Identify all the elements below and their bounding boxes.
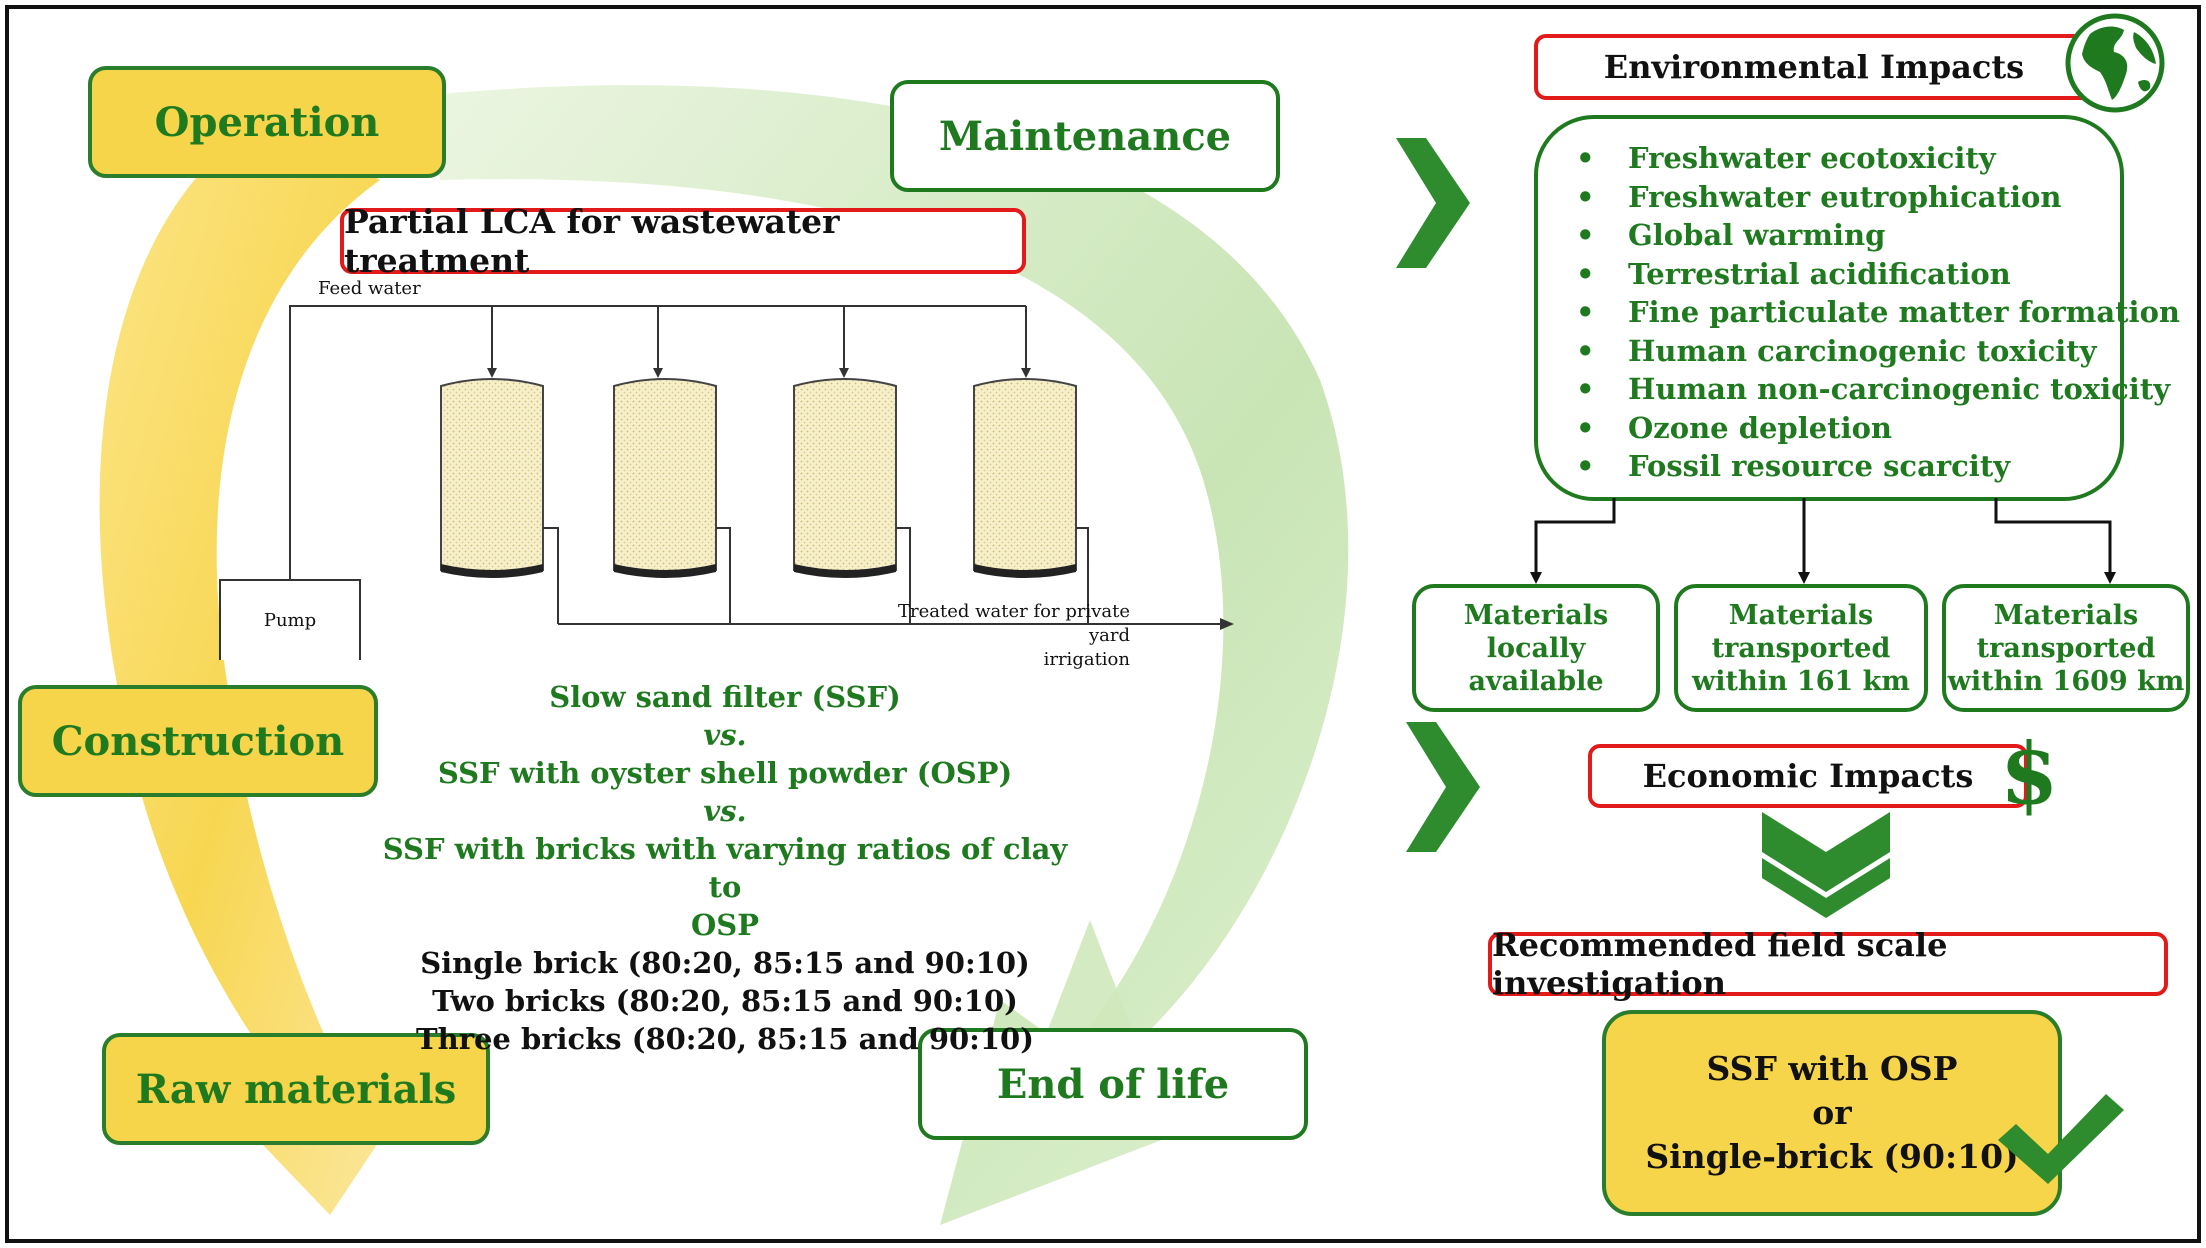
chevron-right-icon — [1396, 138, 1470, 268]
comparison-bricks-line2: OSP — [690, 908, 759, 942]
environmental-impacts-list: Freshwater ecotoxicity Freshwater eutrop… — [1534, 115, 2180, 501]
stage-maintenance: Maintenance — [890, 80, 1280, 192]
environmental-title: Environmental Impacts — [1603, 48, 2025, 86]
materials-1609-line3: within 1609 km — [1947, 665, 2185, 697]
filter-column-3 — [793, 378, 897, 578]
stage-raw-materials: Raw materials — [102, 1033, 490, 1145]
comparison-osp: SSF with oyster shell powder (OSP) — [437, 756, 1013, 790]
materials-1609-line1: Materials — [1993, 599, 2139, 631]
recommendation-title: Recommended field scale investigation — [1492, 926, 1948, 1002]
filter-column-2 — [613, 378, 717, 578]
pump-box — [219, 579, 361, 660]
dollar-icon: $ — [2000, 724, 2059, 823]
materials-161-line3: within 161 km — [1692, 665, 1910, 697]
outlet-pipe-1 — [543, 527, 559, 624]
materials-local-line1: Materials locally — [1463, 599, 1609, 664]
chevron-down-icon — [1762, 812, 1890, 918]
yellow-cycle-arrow — [99, 120, 420, 1215]
stage-end-of-life-label: End of life — [996, 1060, 1230, 1108]
environmental-title-box: Environmental Impacts — [1534, 34, 2094, 100]
materials-local-line2: available — [1468, 665, 1604, 697]
stage-operation-label: Operation — [154, 98, 380, 146]
treated-water-label: Treated water for private yard irrigatio… — [880, 600, 1130, 672]
outlet-pipe-4 — [1076, 527, 1089, 624]
impact-item: Fossil resource scarcity — [1576, 447, 2120, 486]
feed-water-label: Feed water — [318, 278, 421, 299]
checkmark-icon — [1998, 1094, 2124, 1184]
materials-1609km-box: Materials transported within 1609 km — [1942, 584, 2190, 712]
filter-column-1 — [440, 378, 544, 578]
comparison-ssf: Slow sand filter (SSF) — [549, 680, 901, 714]
stage-construction: Construction — [18, 685, 378, 797]
filter-column-4 — [973, 378, 1077, 578]
comparison-three-bricks: Three bricks (80:20, 85:15 and 90:10) — [416, 1022, 1034, 1056]
economic-title: Economic Impacts — [1642, 757, 1974, 795]
stage-end-of-life: End of life — [918, 1028, 1308, 1140]
materials-1609-line2: transported — [1976, 632, 2156, 664]
stage-construction-label: Construction — [51, 717, 345, 765]
impact-item: Human non-carcinogenic toxicity — [1576, 370, 2170, 409]
filter-schematic — [219, 305, 1234, 660]
comparison-block: Slow sand filter (SSF) vs. SSF with oyst… — [370, 678, 1080, 1058]
materials-161-line2: transported — [1711, 632, 1891, 664]
comparison-single-brick: Single brick (80:20, 85:15 and 90:10) — [420, 946, 1030, 980]
outlet-pipe-3 — [896, 527, 911, 624]
impact-item: Global warming — [1576, 216, 2120, 255]
materials-connectors — [1530, 498, 2116, 584]
treated-water-line2: irrigation — [1043, 649, 1130, 670]
materials-local-box: Materials locally available — [1412, 584, 1660, 712]
feed-pipe — [289, 305, 1026, 580]
impact-item: Freshwater ecotoxicity — [1576, 139, 2120, 178]
lca-title-box: Partial LCA for wastewater treatment — [340, 202, 1026, 280]
comparison-vs-2: vs. — [703, 794, 747, 828]
materials-161-line1: Materials — [1728, 599, 1874, 631]
chevron-right-icon-2 — [1406, 722, 1480, 852]
impact-item: Terrestrial acidification — [1576, 255, 2120, 294]
recommendation-line3: Single-brick (90:10) — [1645, 1137, 2019, 1176]
stage-maintenance-label: Maintenance — [938, 112, 1232, 160]
pump-label: Pump — [263, 610, 317, 631]
comparison-bricks-line1: SSF with bricks with varying ratios of c… — [382, 832, 1068, 904]
comparison-vs-1: vs. — [703, 718, 747, 752]
impact-item: Fine particulate matter formation — [1576, 293, 2180, 332]
globe-icon — [2065, 13, 2165, 113]
recommendation-line1: SSF with OSP — [1706, 1049, 1958, 1088]
recommendation-line2: or — [1812, 1093, 1852, 1132]
materials-161km-box: Materials transported within 161 km — [1674, 584, 1928, 712]
impact-item: Freshwater eutrophication — [1576, 178, 2120, 217]
outer-frame — [5, 5, 2201, 1243]
green-small-arrow — [1040, 920, 1140, 1050]
recommendation-title-box: Recommended field scale investigation — [1488, 926, 2168, 1002]
lca-title: Partial LCA for wastewater treatment — [344, 202, 840, 280]
comparison-two-bricks: Two bricks (80:20, 85:15 and 90:10) — [432, 984, 1018, 1018]
recommendation-result-box: SSF with OSP or Single-brick (90:10) — [1602, 1010, 2062, 1216]
stage-raw-materials-label: Raw materials — [135, 1065, 457, 1113]
economic-title-box: Economic Impacts — [1588, 744, 2028, 808]
stage-operation: Operation — [88, 66, 446, 178]
outlet-pipe-2 — [716, 527, 731, 624]
treated-water-arrowhead — [1220, 618, 1234, 630]
impact-item: Ozone depletion — [1576, 409, 2120, 448]
treated-water-line1: Treated water for private yard — [898, 601, 1130, 646]
impact-item: Human carcinogenic toxicity — [1576, 332, 2120, 371]
